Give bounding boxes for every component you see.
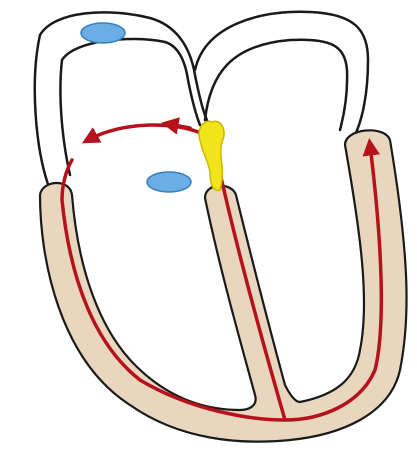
- atrioventricular-node: [199, 121, 224, 190]
- internodal-node: [147, 172, 191, 192]
- left-atrium-inner-wall: [60, 39, 200, 175]
- ventricle-muscle: [40, 130, 407, 441]
- sinoatrial-node: [81, 23, 125, 43]
- ventricle-outer-band: [40, 130, 407, 441]
- right-atrium-inner-wall: [205, 40, 347, 130]
